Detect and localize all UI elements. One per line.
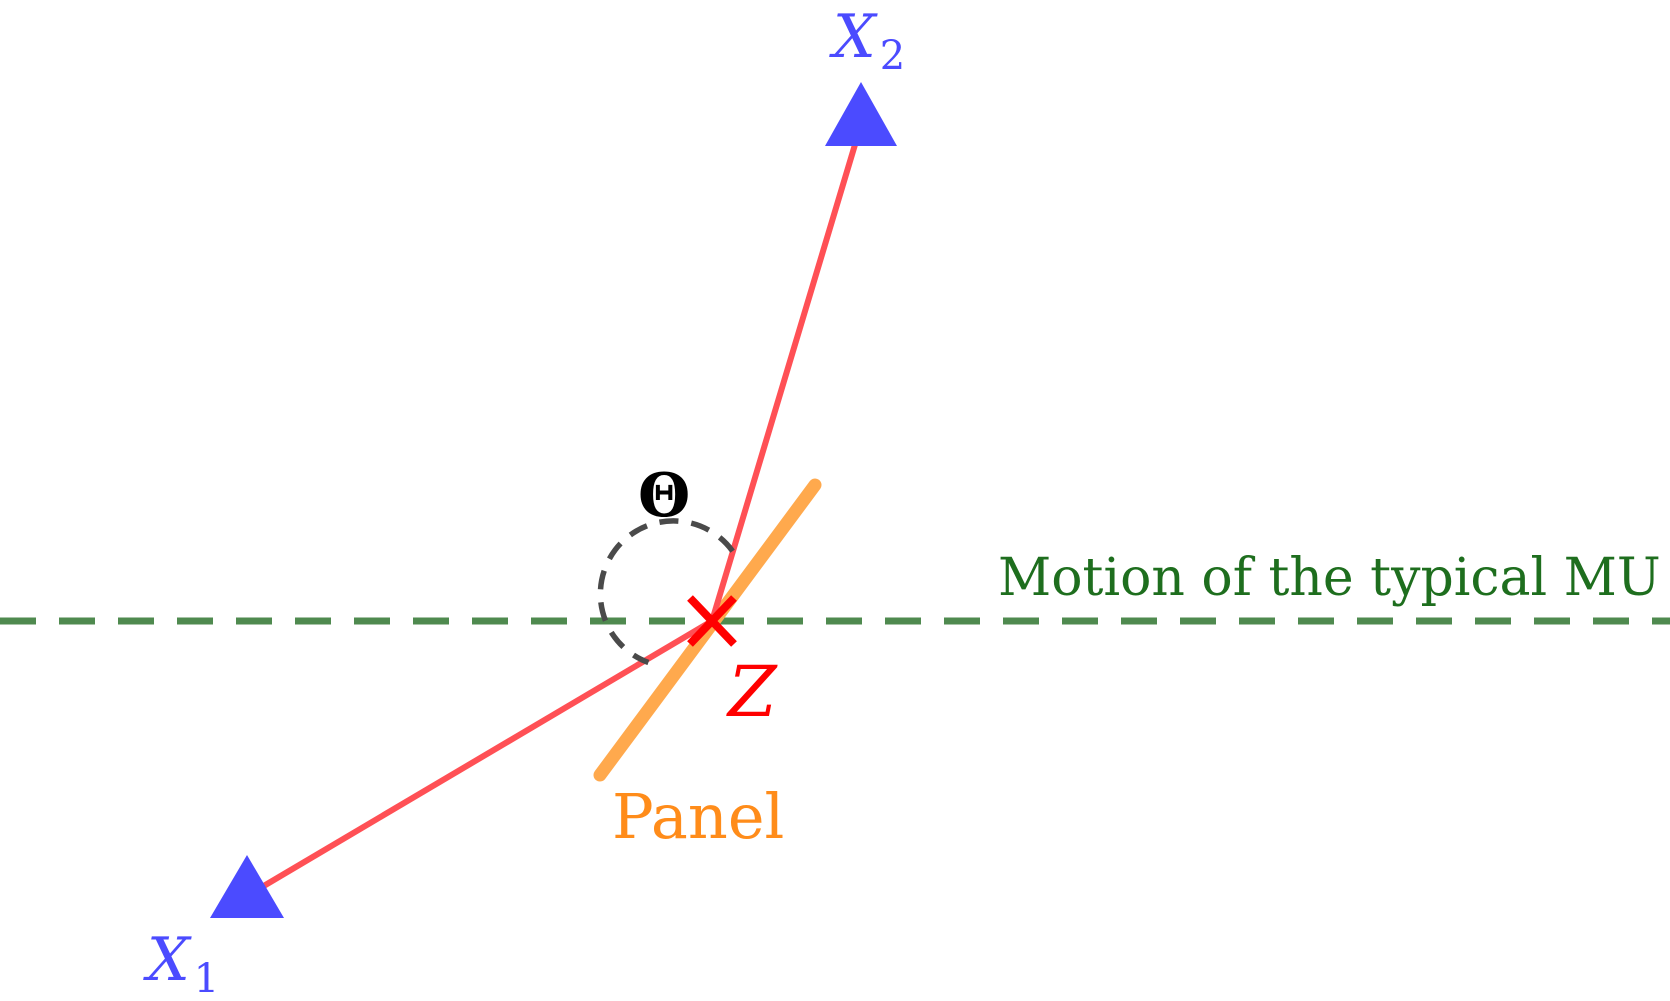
- triangle-up-icon-x2: [825, 82, 897, 146]
- z-label: Z: [726, 651, 778, 733]
- theta-label: Θ: [638, 461, 690, 531]
- x1-label-sub: 1: [194, 956, 219, 1001]
- angle-arc: [597, 518, 735, 666]
- x2-label-main: X: [829, 2, 878, 72]
- x1-label-main: X: [143, 925, 192, 995]
- x2-label-sub: 2: [880, 33, 905, 79]
- cross-x-icon: [687, 595, 737, 647]
- motion-label: Motion of the typical MU: [998, 548, 1661, 608]
- panel-label: Panel: [612, 780, 784, 853]
- path-z-to-x1: [260, 618, 714, 890]
- path-x2-to-z: [709, 137, 860, 622]
- triangle-up-icon-x1: [210, 855, 284, 918]
